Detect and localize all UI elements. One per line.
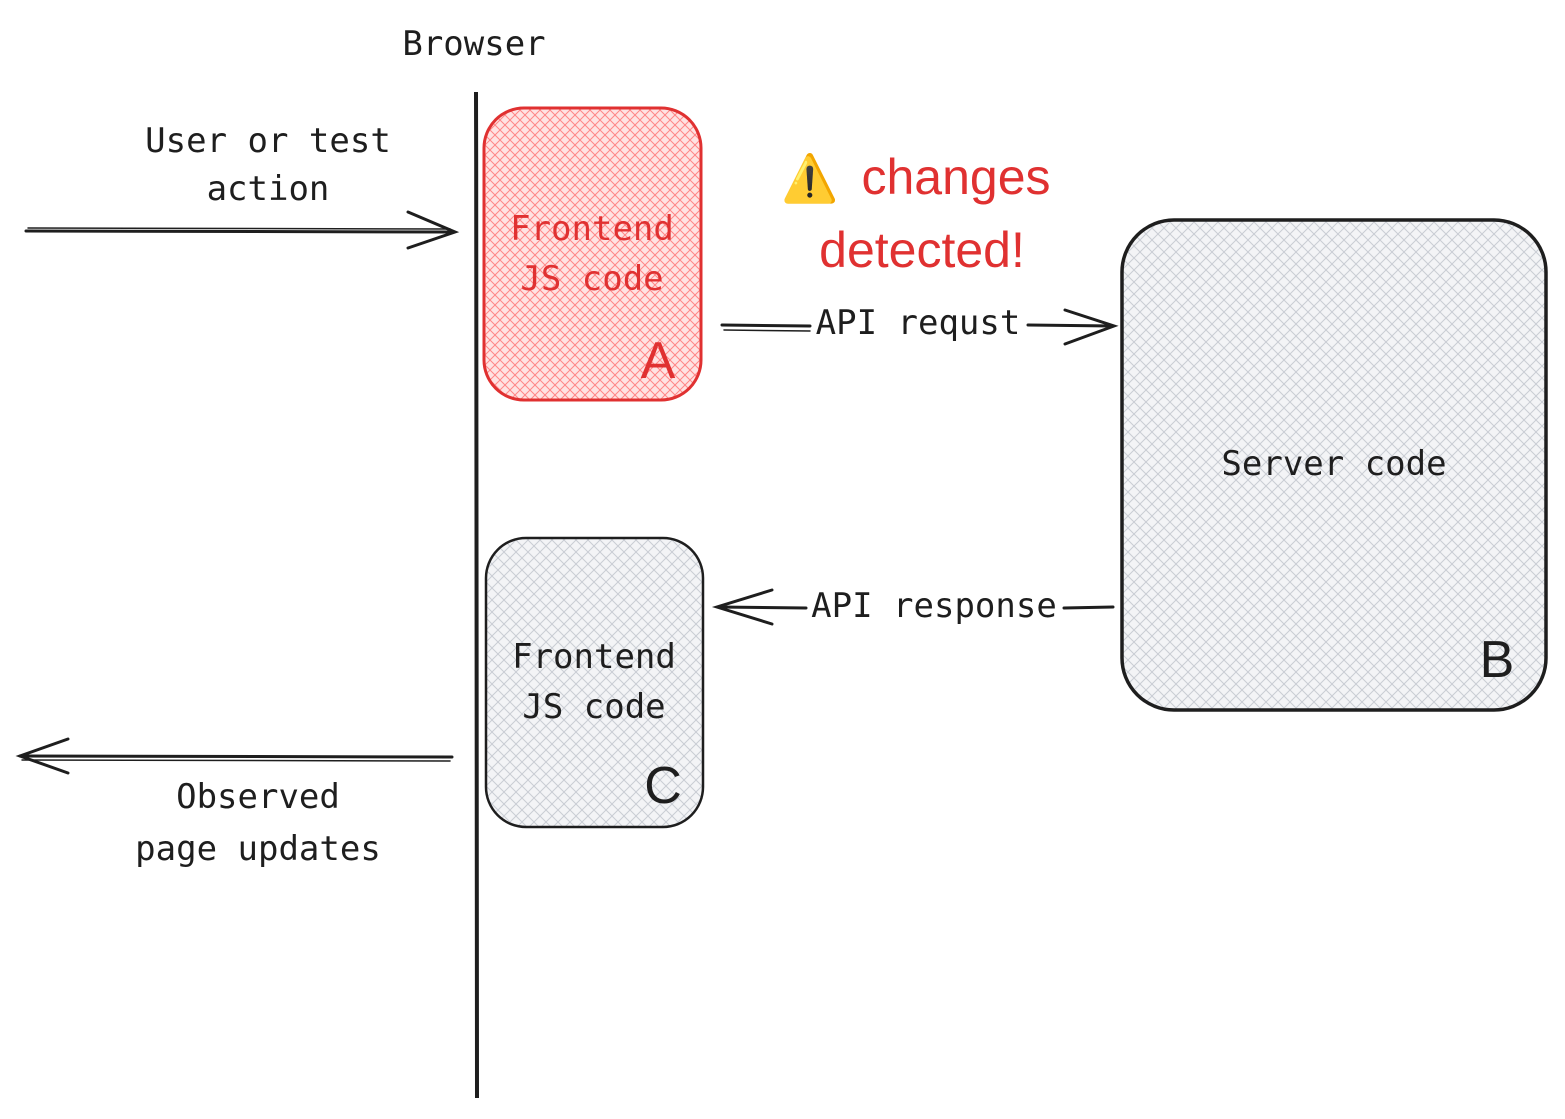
box-a-label-line1: Frontend: [510, 209, 674, 249]
box-c-label-line1: Frontend: [512, 637, 676, 677]
browser-boundary-line: [474, 91, 479, 1099]
box-b-letter: B: [1480, 631, 1515, 689]
server-box-b: [1120, 218, 1548, 712]
api-request-label: API requst: [816, 303, 1021, 343]
user-action-arrow: [24, 210, 460, 250]
browser-label: Browser: [402, 24, 545, 64]
frontend-box-a: [482, 106, 703, 402]
observed-label-line1: Observed: [176, 777, 340, 817]
box-a-label-line2: JS code: [520, 259, 663, 299]
warning-icon: ⚠️: [781, 152, 838, 205]
api-response-arrow: [711, 588, 1115, 626]
frontend-box-c: [484, 536, 705, 829]
api-request-arrow: [720, 308, 1119, 346]
user-action-label-line1: User or test: [145, 121, 391, 161]
user-action-label-line2: action: [207, 169, 330, 209]
box-c-letter: C: [644, 757, 682, 815]
observed-label-line2: page updates: [135, 829, 381, 869]
warning-text-line2: detected!: [819, 222, 1025, 278]
box-b-label: Server code: [1221, 444, 1446, 484]
observed-updates-arrow: [15, 737, 454, 775]
box-a-letter: A: [641, 332, 676, 390]
api-response-label: API response: [811, 586, 1057, 626]
warning-text-line1: changes: [861, 149, 1050, 205]
box-c-label-line2: JS code: [522, 687, 665, 727]
